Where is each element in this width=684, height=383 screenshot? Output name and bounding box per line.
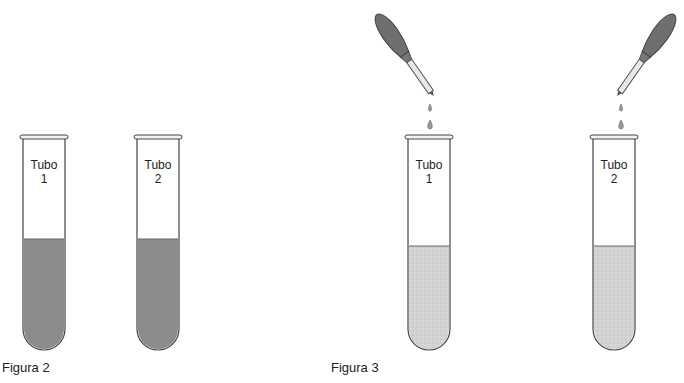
tube-label: Tubo 1 (28, 158, 60, 186)
tube-label: Tubo 2 (142, 158, 174, 186)
test-tube: Tubo 1 (404, 134, 454, 352)
dropper (610, 10, 681, 101)
dropper (370, 10, 441, 101)
tube-glass (137, 138, 179, 350)
tube-glass (593, 138, 635, 350)
liquid (409, 246, 449, 349)
liquid (24, 239, 64, 349)
test-tube: Tubo 2 (133, 134, 183, 352)
liquid (138, 239, 178, 349)
liquid (594, 246, 634, 349)
figure-caption: Figura 3 (331, 360, 379, 375)
tube-glass (408, 138, 450, 350)
tube-rim (405, 135, 453, 139)
tube-rim (134, 135, 182, 139)
tube-label: Tubo 2 (598, 158, 630, 186)
test-tube: Tubo 1 (19, 134, 69, 352)
tube-glass (23, 138, 65, 350)
figure-caption: Figura 2 (2, 360, 50, 375)
test-tube: Tubo 2 (589, 134, 639, 352)
tube-rim (590, 135, 638, 139)
tube-label: Tubo 1 (413, 158, 445, 186)
tube-rim (20, 135, 68, 139)
